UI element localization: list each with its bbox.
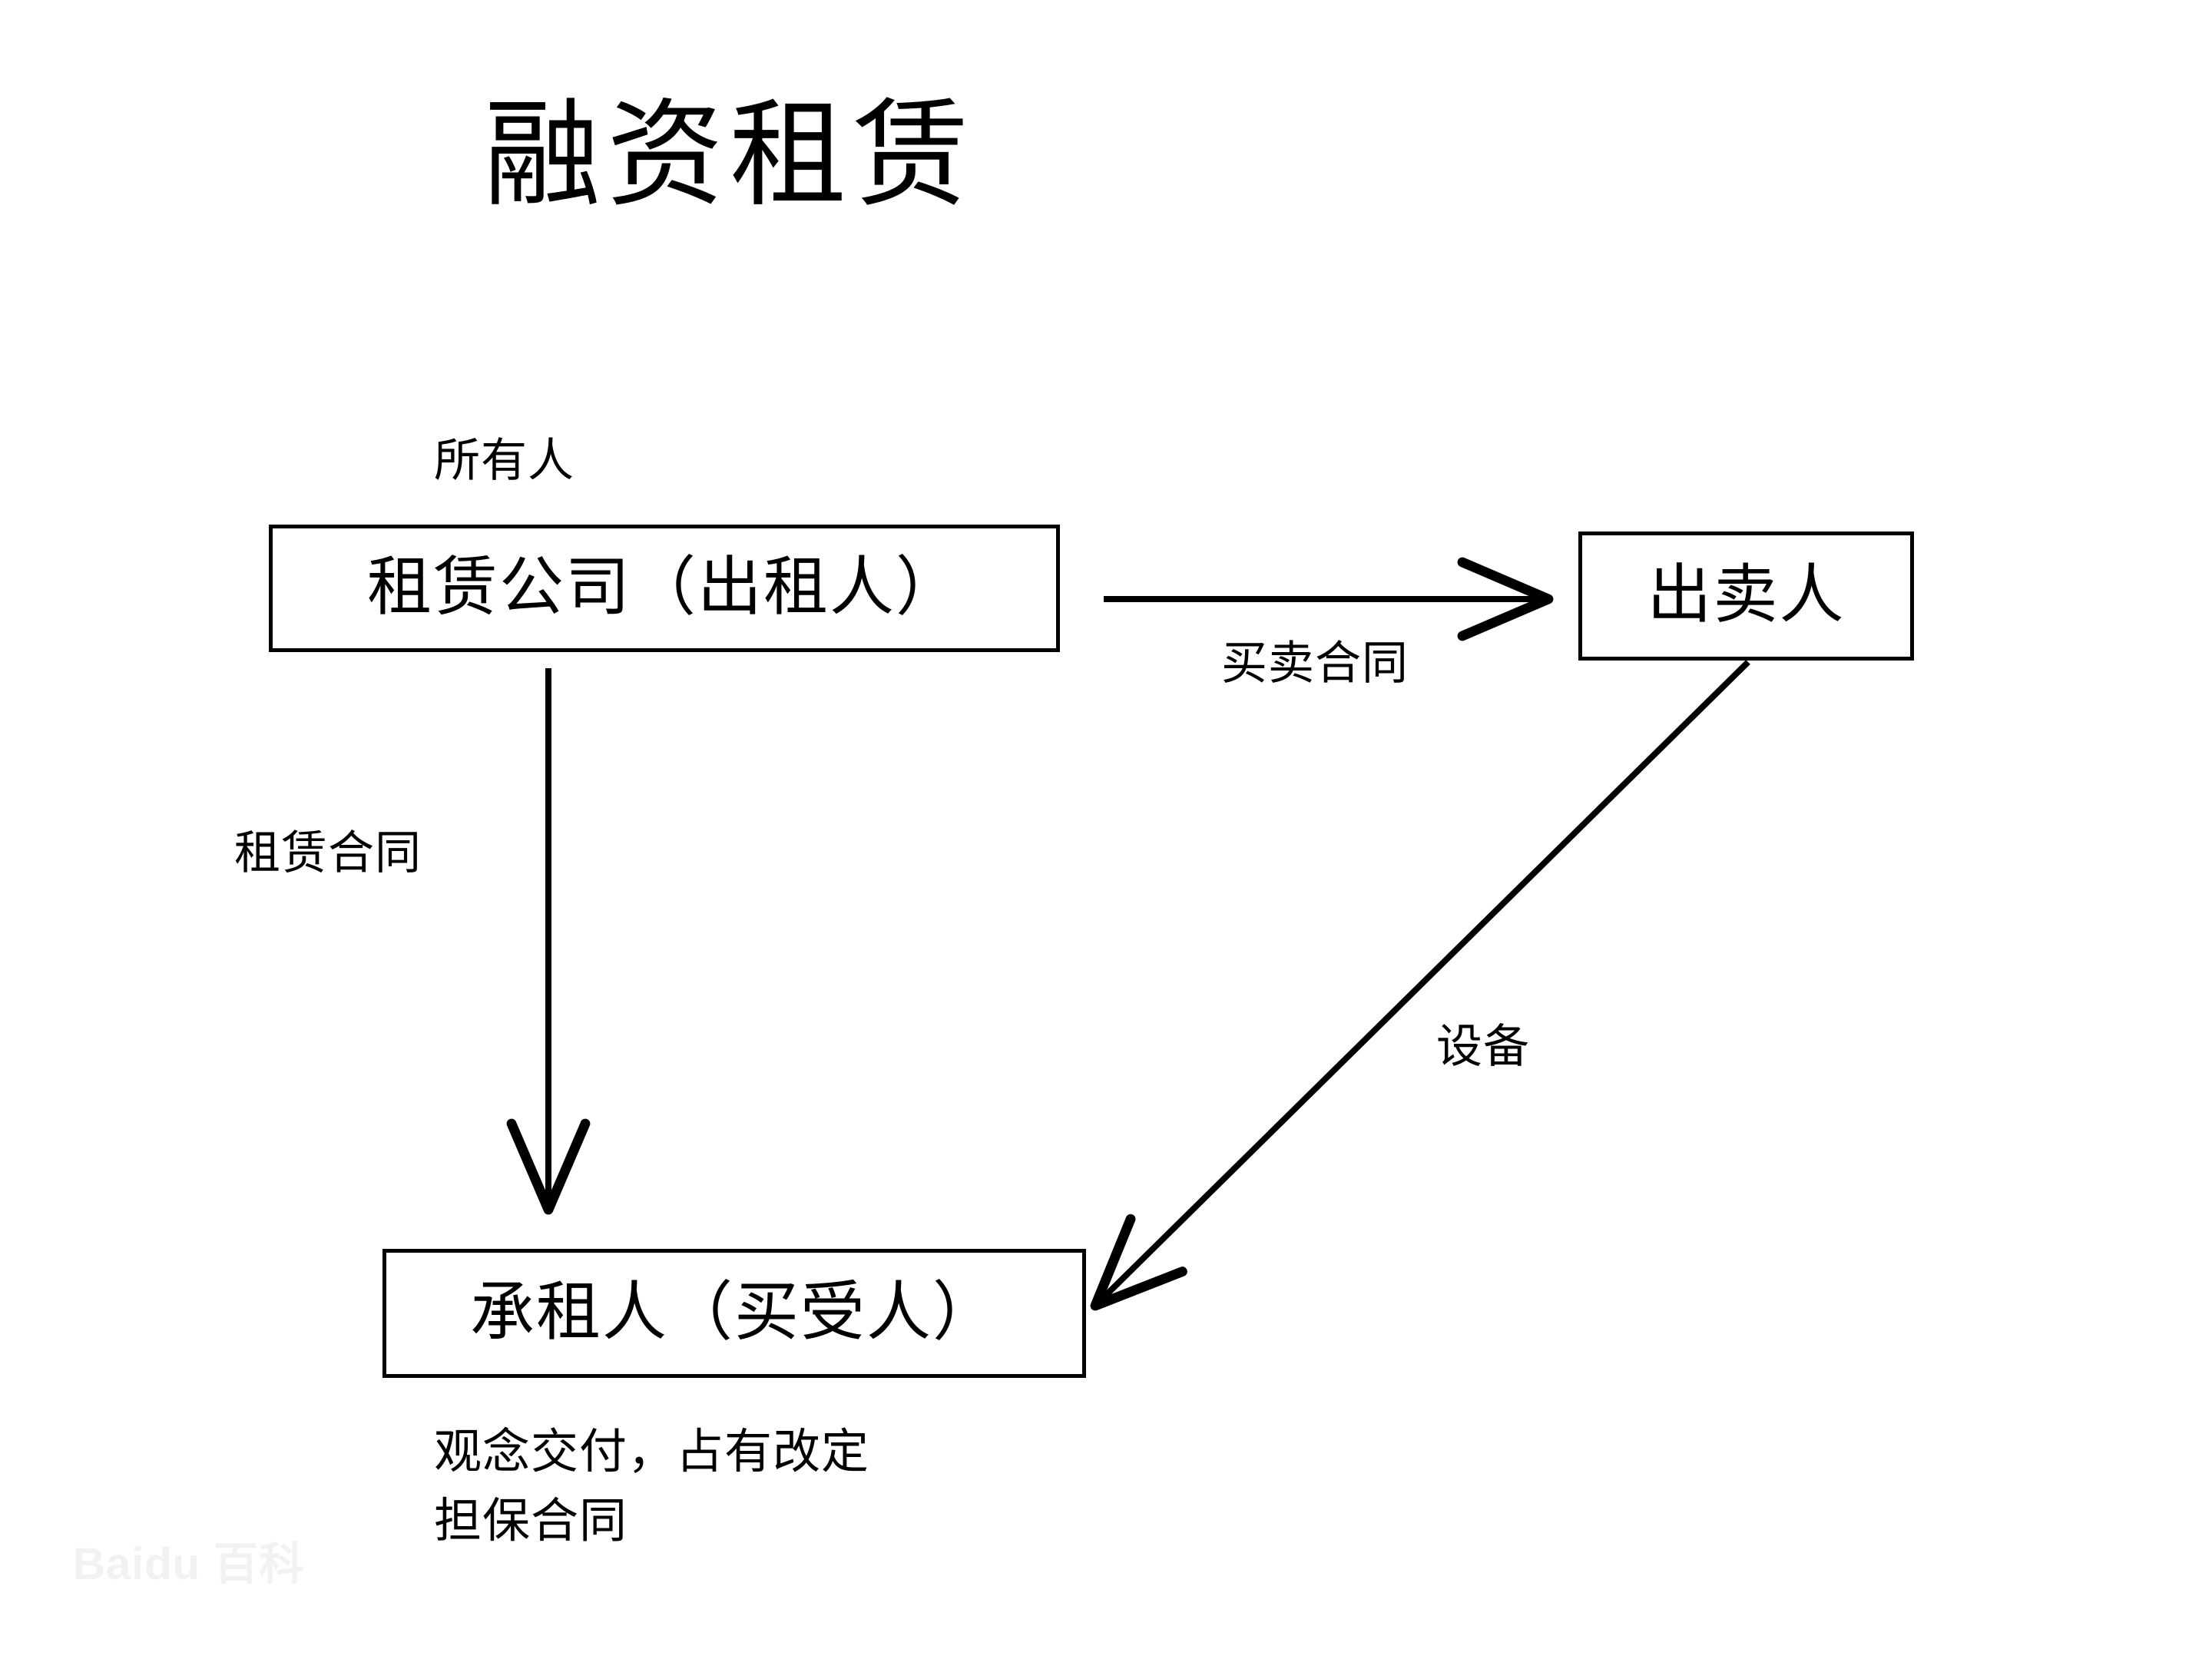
edge-label-equipment: 设备	[1436, 1022, 1530, 1072]
baidu-watermark: Baidu 百科	[73, 1538, 319, 1591]
label-owner: 所有人	[434, 435, 575, 486]
note-guarantee-contract: 担保合同	[434, 1495, 628, 1548]
note-conceptual-delivery: 观念交付，占有改定	[434, 1426, 870, 1479]
edge-label-sales-contract: 买卖合同	[1221, 638, 1409, 689]
node-seller[interactable]: 出卖人	[1578, 531, 1914, 661]
baidu-watermark-label: Baidu 百科	[73, 1539, 305, 1589]
node-lessee-label: 承租人（买受人）	[469, 1277, 998, 1349]
node-lessee[interactable]: 承租人（买受人）	[382, 1249, 1086, 1378]
node-lessor-label: 租赁公司（出租人）	[366, 552, 962, 624]
arrow-equipment	[1090, 660, 1750, 1311]
node-lessor[interactable]: 租赁公司（出租人）	[269, 525, 1060, 652]
page-title: 融资租赁	[484, 91, 975, 220]
edge-label-lease-contract: 租赁合同	[234, 828, 422, 879]
node-seller-label: 出卖人	[1647, 560, 1846, 631]
